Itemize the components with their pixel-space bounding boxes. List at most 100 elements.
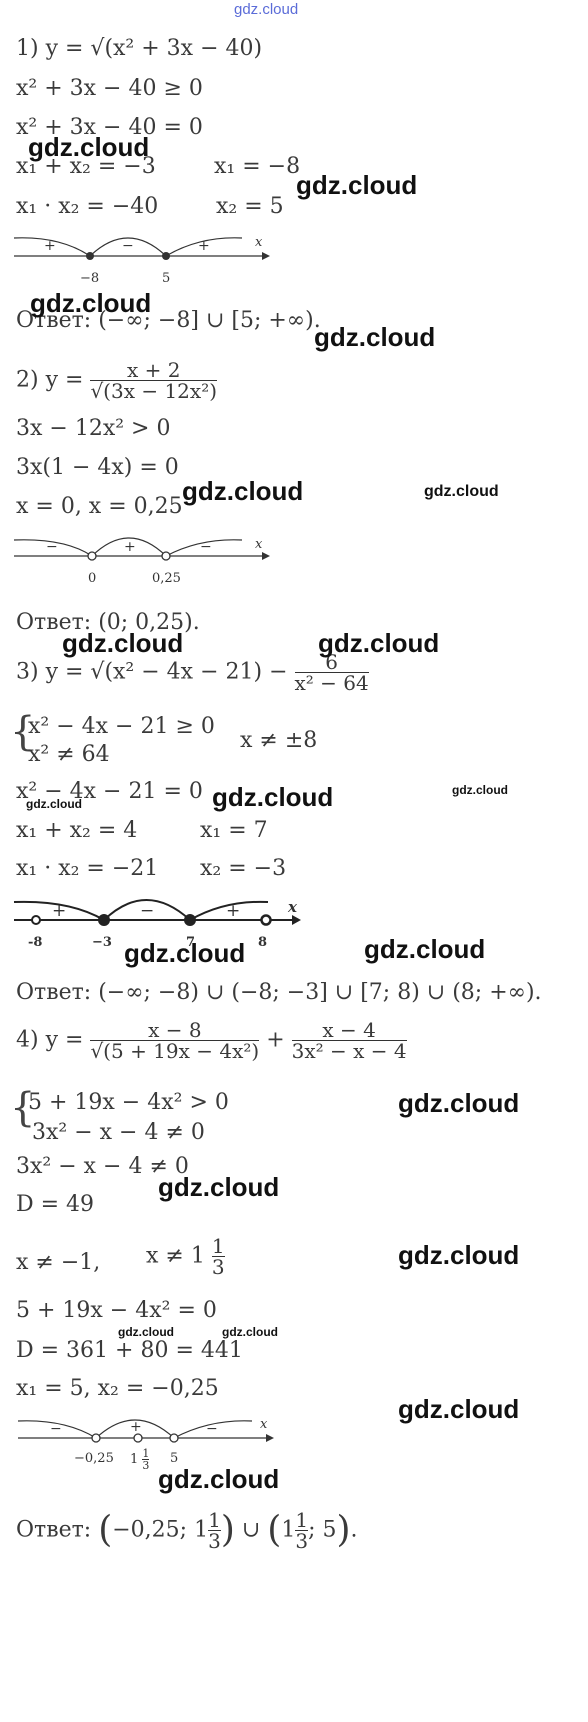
- watermark: gdz.cloud: [222, 1325, 278, 1339]
- p1-sign-1: +: [44, 238, 56, 254]
- p4-tick-1: −0,25: [74, 1451, 114, 1466]
- p3-tick-3: 7: [186, 935, 196, 950]
- watermark: gdz.cloud: [30, 288, 152, 318]
- p4-plus: +: [266, 1027, 285, 1053]
- p2-sign-3: −: [200, 539, 212, 555]
- p1-sign-2: −: [122, 238, 134, 254]
- p4-sign-3: −: [206, 1421, 218, 1437]
- p4-answer-union: ∪: [241, 1517, 261, 1543]
- p4-line-5b: x ≠ 1 1 3: [146, 1236, 225, 1277]
- watermark: gdz.cloud: [26, 797, 82, 811]
- p4-tick-2-den: 3: [142, 1459, 150, 1472]
- p4-answer-paren-open-2: (: [267, 1509, 282, 1551]
- p4-line-8: x₁ = 5, x₂ = −0,25: [16, 1376, 219, 1401]
- watermark: gdz.cloud: [158, 1172, 280, 1202]
- p1-answer: Ответ: (−∞; −8] ∪ [5; +∞).: [16, 308, 321, 333]
- p2-answer: Ответ: (0; 0,25).: [16, 610, 200, 635]
- watermark: gdz.cloud: [212, 782, 334, 812]
- p3-answer: Ответ: (−∞; −8) ∪ (−8; −3] ∪ [7; 8) ∪ (8…: [16, 980, 542, 1005]
- p1-line-5a: x₁ · x₂ = −40: [16, 194, 159, 219]
- p3-fraction: 6 x² − 64: [294, 650, 369, 695]
- p4-fraction-1-den: √(5 + 19x − 4x²): [90, 1039, 260, 1063]
- p3-fraction-den: x² − 64: [294, 671, 369, 695]
- p3-sign-1: +: [52, 901, 67, 921]
- p3-line-5b: x₁ = 7: [200, 818, 268, 843]
- p4-fraction-2: x − 4 3x² − x − 4: [291, 1018, 407, 1061]
- p3-tick-1: -8: [28, 935, 43, 950]
- p2-line-1-prefix: 2) y =: [16, 367, 84, 393]
- p4-tick-2-whole: 1: [130, 1452, 139, 1467]
- p4-tick-2-frac: 1 3: [142, 1448, 150, 1472]
- p1-tick-1: −8: [80, 271, 100, 286]
- watermark-top: gdz.cloud: [234, 1, 299, 18]
- p4-answer-frac-1-den: 3: [208, 1529, 221, 1553]
- p3-line-4: x² − 4x − 21 = 0: [16, 779, 203, 804]
- p3-fraction-num: 6: [325, 650, 338, 674]
- watermark: gdz.cloud: [318, 628, 440, 658]
- p4-answer-paren-close: ): [220, 1509, 235, 1551]
- p1-axis-label: x: [255, 235, 263, 250]
- p1-number-line: [13, 237, 270, 260]
- p1-line-4b: x₁ = −8: [214, 154, 301, 179]
- watermark: gdz.cloud: [118, 1325, 174, 1339]
- watermark: gdz.cloud: [398, 1394, 520, 1424]
- p4-line-6: 5 + 19x − 4x² = 0: [16, 1298, 217, 1323]
- watermark: gdz.cloud: [182, 476, 304, 506]
- watermark: gdz.cloud: [296, 170, 418, 200]
- p2-axis-label: x: [255, 537, 263, 552]
- p2-fraction-den: √(3x − 12x²): [90, 379, 218, 403]
- p4-line-5b-num: 1: [211, 1234, 225, 1258]
- p3-line-1-prefix: 3) y = √(x² − 4x − 21) −: [16, 659, 288, 685]
- p4-system-1: 5 + 19x − 4x² > 0: [28, 1090, 229, 1115]
- p2-fraction: x + 2 √(3x − 12x²): [90, 358, 218, 403]
- p4-answer-frac-1-num: 1: [208, 1508, 221, 1532]
- p2-line-1: 2) y = x + 2 √(3x − 12x²): [16, 358, 218, 403]
- watermark: gdz.cloud: [62, 628, 184, 658]
- p3-axis-label: x: [288, 898, 297, 916]
- p3-system-2: x² ≠ 64: [28, 742, 110, 767]
- p4-axis-label: x: [260, 1417, 268, 1432]
- p4-answer-a: −0,25; 1: [112, 1517, 209, 1543]
- p3-tick-4: 8: [258, 935, 268, 950]
- p1-line-5b: x₂ = 5: [216, 194, 284, 219]
- p4-fraction-2-num: x − 4: [322, 1018, 376, 1042]
- p4-sign-1: −: [50, 1421, 62, 1437]
- p3-sign-2: −: [140, 901, 155, 921]
- p2-number-line: [13, 537, 270, 561]
- p1-line-4a: x₁ + x₂ = −3: [16, 154, 156, 179]
- p4-tick-2: 1 1 3: [130, 1448, 150, 1472]
- p3-line-6b: x₂ = −3: [200, 856, 287, 881]
- p4-answer-paren-close-2: ): [336, 1509, 351, 1551]
- p4-line-3: 3x² − x − 4 ≠ 0: [16, 1154, 189, 1179]
- p4-system-brace: {: [10, 1085, 36, 1131]
- p4-answer-d: ; 5: [308, 1517, 337, 1543]
- p3-system-brace: {: [10, 709, 36, 755]
- p2-sign-1: −: [46, 539, 58, 555]
- watermark: gdz.cloud: [158, 1464, 280, 1494]
- p4-line-5b-den: 3: [211, 1255, 225, 1279]
- p1-line-1: 1) y = √(x² + 3x − 40): [16, 36, 263, 61]
- p4-system-2: 3x² − x − 4 ≠ 0: [32, 1120, 205, 1145]
- p1-line-2: x² + 3x − 40 ≥ 0: [16, 76, 203, 101]
- p4-fraction-1-num: x − 8: [148, 1018, 202, 1042]
- p2-tick-1: 0: [88, 571, 97, 586]
- p4-line-5a: x ≠ −1,: [16, 1250, 101, 1275]
- p3-tick-2: −3: [92, 935, 112, 950]
- p2-line-3: 3x(1 − 4x) = 0: [16, 455, 179, 480]
- p2-sign-2: +: [124, 539, 136, 555]
- p4-sign-2: +: [130, 1419, 142, 1435]
- p1-sign-3: +: [198, 238, 210, 254]
- p4-line-4: D = 49: [16, 1192, 95, 1217]
- p2-fraction-num: x + 2: [126, 358, 181, 382]
- p4-line-5b-text: x ≠ 1: [146, 1243, 205, 1269]
- watermark: gdz.cloud: [314, 322, 436, 352]
- watermark: gdz.cloud: [364, 934, 486, 964]
- p3-number-line: [13, 899, 301, 926]
- p4-answer-frac-2-num: 1: [295, 1508, 309, 1532]
- p3-line-1: 3) y = √(x² − 4x − 21) − 6 x² − 64: [16, 652, 369, 693]
- p1-tick-2: 5: [162, 271, 171, 286]
- p2-line-4: x = 0, x = 0,25: [16, 494, 183, 519]
